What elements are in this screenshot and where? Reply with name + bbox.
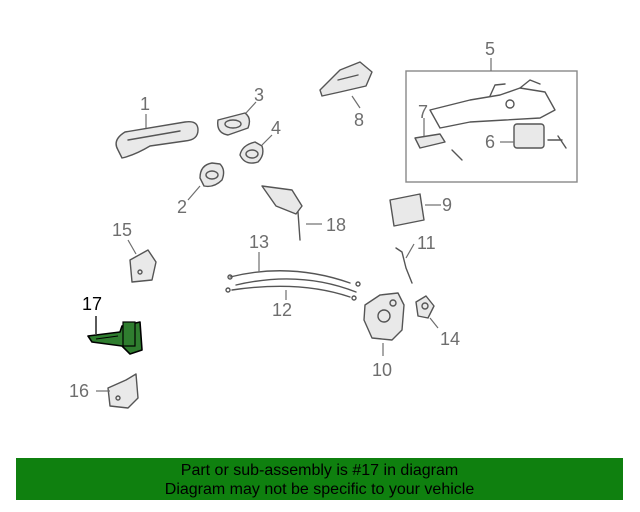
callout-14: 14: [440, 329, 460, 349]
callout-18: 18: [326, 215, 346, 235]
part-5-assembly-box[interactable]: [405, 70, 578, 183]
part-6-motor[interactable]: [513, 123, 567, 149]
callout-10: 10: [372, 360, 392, 380]
part-9-cover[interactable]: [389, 193, 425, 227]
leader-14: [429, 317, 439, 329]
part-15-hinge[interactable]: [129, 249, 157, 283]
callout-4: 4: [271, 118, 281, 138]
callout-6: 6: [485, 132, 495, 152]
callout-7: 7: [418, 102, 428, 122]
callout-3: 3: [254, 85, 264, 105]
callout-2: 2: [177, 197, 187, 217]
callout-5: 5: [485, 39, 495, 59]
callout-8: 8: [354, 110, 364, 130]
leader-3: [245, 101, 257, 114]
callout-13: 13: [249, 232, 269, 252]
part-14-striker[interactable]: [415, 295, 435, 319]
part-7-bracket[interactable]: [414, 133, 463, 161]
info-banner: Part or sub-assembly is #17 in diagram D…: [16, 458, 623, 500]
callout-11: 11: [417, 233, 436, 253]
part-18-lock-cylinder[interactable]: [261, 185, 303, 241]
callout-15: 15: [112, 220, 132, 240]
part-12-13-cables[interactable]: [225, 270, 361, 301]
callout-1: 1: [140, 94, 150, 114]
part-4-pad[interactable]: [239, 141, 264, 164]
callout-9: 9: [442, 195, 452, 215]
part-3-cap[interactable]: [217, 112, 251, 136]
leader-8: [351, 95, 361, 109]
part-11-rod[interactable]: [395, 247, 413, 284]
callout-17: 17: [82, 294, 102, 314]
banner-line-2: Diagram may not be specific to your vehi…: [164, 481, 475, 498]
leader-15: [127, 239, 137, 255]
leader-2: [187, 185, 201, 201]
banner-line-1: Part or sub-assembly is #17 in diagram: [180, 462, 459, 479]
callout-16: 16: [69, 381, 89, 401]
part-10-lock-assembly[interactable]: [363, 292, 405, 341]
part-16-hinge[interactable]: [107, 373, 139, 409]
leader-11: [405, 243, 415, 259]
leader-4: [261, 134, 273, 146]
part-1-outside-handle[interactable]: [115, 120, 199, 159]
callout-12: 12: [272, 300, 292, 320]
part-17-door-check[interactable]: [87, 321, 143, 355]
part-2-pad[interactable]: [199, 162, 225, 188]
part-8-inside-handle[interactable]: [319, 61, 373, 97]
